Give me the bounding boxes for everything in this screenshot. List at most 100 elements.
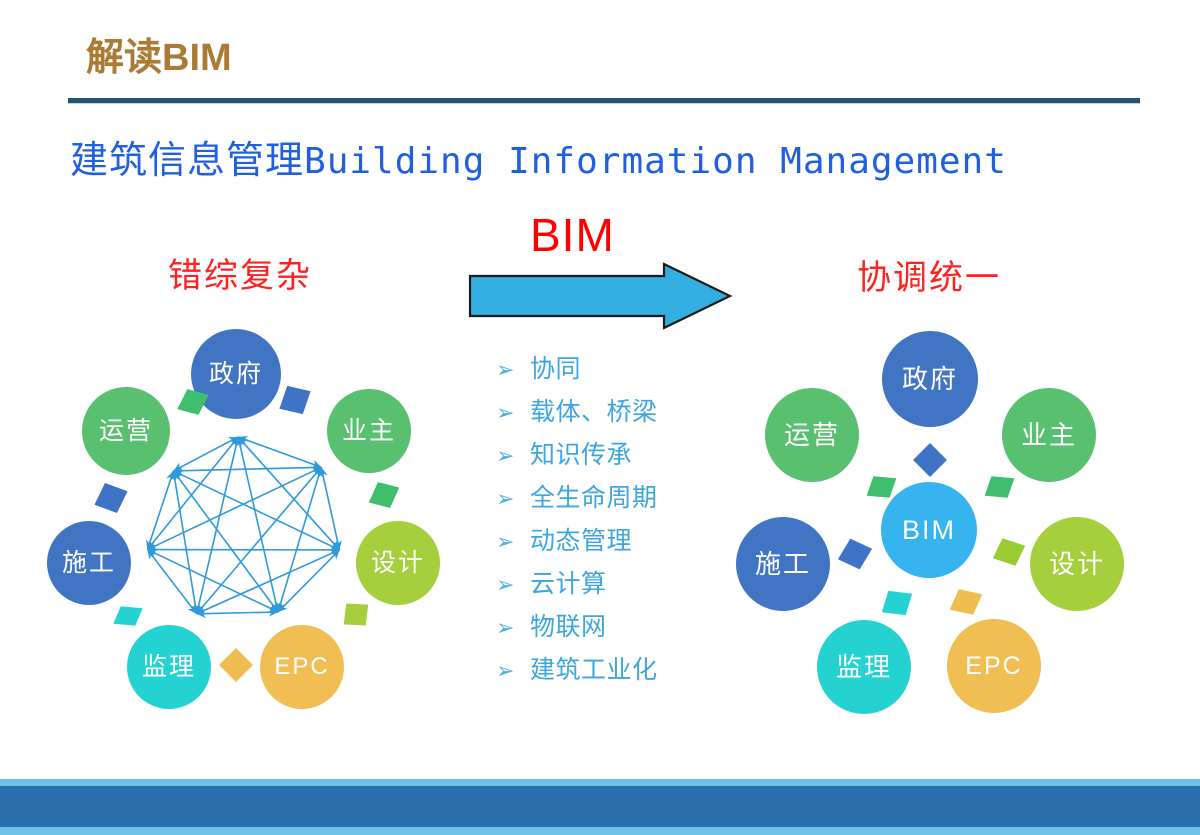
right-node-construct[interactable]: 施工: [736, 517, 830, 611]
list-item: ➢ 知识传承: [496, 434, 746, 477]
left-node-operate[interactable]: 运营: [82, 387, 170, 475]
footer-accent-strip-top: [0, 779, 1200, 786]
right-node-label: 业主: [1020, 420, 1077, 450]
left-deco-green-2: [368, 482, 400, 508]
list-item-label: 建筑工业化: [530, 656, 658, 684]
list-item: ➢ 物联网: [496, 606, 746, 649]
feature-list: ➢ 协同 ➢ 载体、桥梁 ➢ 知识传承 ➢ 全生命周期 ➢ 动态管理 ➢ 云计算…: [496, 348, 746, 692]
right-node-label: 政府: [901, 364, 958, 394]
right-node-label: 运营: [783, 420, 840, 450]
arrow-bullet-icon: ➢: [496, 572, 515, 597]
arrow-bullet-icon: ➢: [496, 658, 515, 683]
right-node-label: 监理: [835, 652, 892, 682]
right-node-epc[interactable]: EPC: [947, 619, 1041, 713]
list-item: ➢ 建筑工业化: [496, 649, 746, 692]
left-node-government[interactable]: 政府: [191, 329, 281, 419]
right-deco-teal-square: [881, 590, 913, 616]
right-node-bim[interactable]: BIM: [881, 482, 977, 578]
left-diagram-link: [318, 467, 342, 551]
left-diagram-link: [196, 549, 340, 615]
left-node-construct[interactable]: 施工: [47, 521, 131, 605]
left-node-label: 业主: [341, 416, 396, 445]
list-item-label: 协同: [530, 355, 582, 383]
list-item-label: 全生命周期: [530, 484, 658, 512]
right-arrow-icon: [468, 262, 732, 330]
right-node-label: EPC: [965, 651, 1023, 680]
arrow-bullet-icon: ➢: [496, 615, 515, 640]
left-diagram-link: [146, 470, 175, 550]
list-item: ➢ 协同: [496, 348, 746, 391]
right-node-owner[interactable]: 业主: [1002, 388, 1096, 482]
list-item: ➢ 载体、桥梁: [496, 391, 746, 434]
left-diagram-link: [147, 466, 322, 551]
list-item-label: 知识传承: [530, 441, 633, 469]
left-diagram-link: [277, 549, 341, 613]
left-deco-teal-1: [113, 606, 143, 626]
left-node-label: 监理: [141, 652, 196, 681]
footer-band: [0, 786, 1200, 827]
list-item: ➢ 动态管理: [496, 520, 746, 563]
arrow-bullet-icon: ➢: [496, 529, 515, 554]
left-deco-blue-1: [279, 385, 311, 415]
list-item-label: 载体、桥梁: [530, 398, 658, 426]
left-node-owner[interactable]: 业主: [327, 389, 411, 473]
subtitle: 建筑信息管理Building Information Management: [70, 140, 1007, 184]
page-title: 解读BIM: [86, 37, 232, 79]
left-node-label: 施工: [61, 548, 116, 577]
left-diagram-link: [146, 549, 198, 615]
right-node-label: BIM: [901, 514, 956, 545]
left-diagram-link: [276, 467, 323, 613]
left-node-label: 运营: [98, 416, 153, 445]
right-deco-blue-diamond: [913, 443, 947, 477]
right-deco-lime-square: [992, 538, 1026, 566]
arrow-bullet-icon: ➢: [496, 486, 515, 511]
right-node-design[interactable]: 设计: [1030, 517, 1124, 611]
bim-headline: BIM: [530, 209, 615, 261]
left-deco-lime-1: [343, 603, 369, 626]
right-node-label: 设计: [1048, 549, 1105, 579]
left-deco-green-1: [177, 389, 209, 415]
left-diagram-link: [196, 466, 322, 615]
right-deco-blue-square: [837, 538, 873, 570]
left-diagram-link: [173, 463, 322, 476]
footer-accent-strip-bottom: [0, 827, 1200, 835]
arrow-bullet-icon: ➢: [496, 357, 515, 382]
left-diagram-link: [237, 435, 322, 469]
list-item: ➢ 云计算: [496, 563, 746, 606]
left-diagram-link: [170, 470, 200, 614]
left-node-label: EPC: [274, 653, 330, 680]
right-deco-green-left: [866, 476, 897, 498]
list-item-label: 云计算: [530, 570, 607, 598]
left-diagram-link: [173, 470, 340, 551]
title-divider: [68, 98, 1140, 103]
right-node-label: 施工: [754, 549, 811, 579]
subtitle-english: Building Information Management: [304, 141, 1007, 182]
left-deco-amber-1: [219, 648, 253, 682]
subtitle-chinese: 建筑信息管理: [70, 140, 305, 182]
list-item: ➢ 全生命周期: [496, 477, 746, 520]
right-deco-green-right: [984, 476, 1015, 498]
left-diagram-link: [196, 607, 279, 619]
left-diagram-link: [194, 436, 241, 614]
right-node-operate[interactable]: 运营: [765, 388, 859, 482]
left-diagram-link: [173, 436, 239, 472]
left-node-epc[interactable]: EPC: [260, 625, 344, 709]
right-node-government[interactable]: 政府: [882, 331, 978, 427]
left-diagram-link: [172, 470, 279, 613]
left-diagram-link: [237, 436, 341, 551]
left-node-supervise[interactable]: 监理: [127, 625, 211, 709]
left-diagram-link: [235, 436, 281, 613]
left-node-label: 政府: [208, 359, 263, 388]
right-diagram-heading: 协调统一: [857, 259, 1001, 297]
left-node-label: 设计: [370, 548, 425, 577]
list-item-label: 动态管理: [530, 527, 633, 555]
left-deco-blue-2: [94, 483, 128, 513]
right-deco-amber-square: [949, 589, 983, 615]
right-node-supervise[interactable]: 监理: [817, 620, 911, 714]
list-item-label: 物联网: [530, 613, 607, 641]
arrow-bullet-icon: ➢: [496, 400, 515, 425]
left-diagram-link: [147, 548, 279, 613]
left-diagram-heading: 错综复杂: [168, 257, 312, 295]
arrow-bullet-icon: ➢: [496, 443, 515, 468]
left-node-design[interactable]: 设计: [356, 521, 440, 605]
